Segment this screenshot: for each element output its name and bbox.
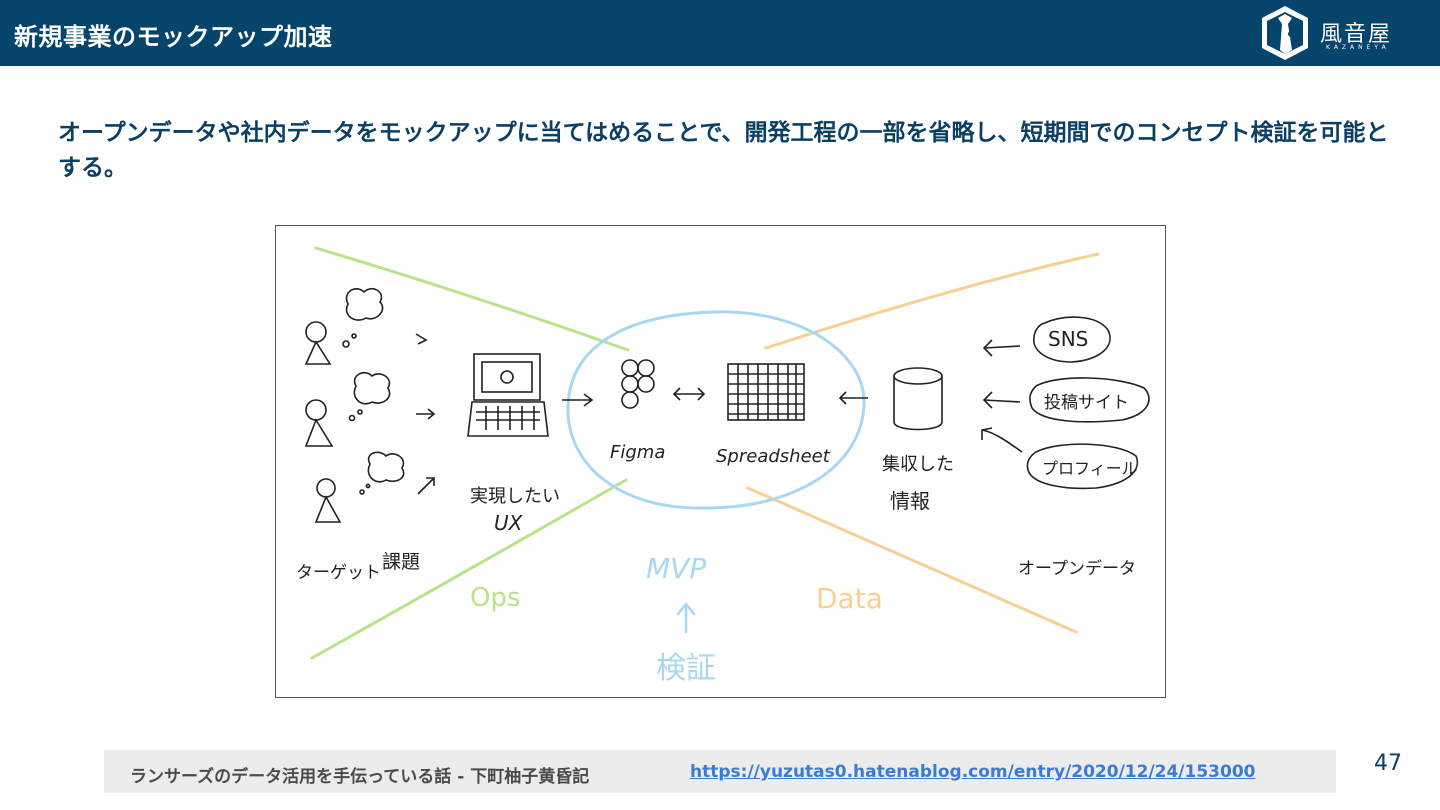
data-label: Data	[816, 582, 883, 615]
ops-stroke-lower	[310, 478, 628, 660]
figma-label: Figma	[610, 442, 665, 463]
target-person-2	[304, 371, 436, 447]
collected-label-line1: 集収した	[882, 454, 954, 475]
reference-link[interactable]: https://yuzutas0.hatenablog.com/entry/20…	[690, 762, 1256, 782]
sns-label: SNS	[1048, 327, 1088, 351]
header-bar: 新規事業のモックアップ加速 風音屋 KAZANEYA	[0, 0, 1440, 66]
posting-site-bubble	[1029, 377, 1150, 423]
target-person-1	[304, 287, 428, 365]
diagram-canvas: Figma Spreadsheet 実現したい UX ターゲット 課題 集収した…	[296, 246, 1150, 686]
collected-label-line2: 情報	[890, 489, 930, 513]
slide-title: 新規事業のモックアップ加速	[14, 23, 333, 51]
ops-stroke-upper	[314, 246, 630, 352]
laptop-icon	[467, 353, 594, 437]
mvp-label: MVP	[646, 552, 706, 585]
mockup-diagram: Figma Spreadsheet 実現したい UX ターゲット 課題 集収した…	[275, 225, 1166, 698]
ux-label-line2: UX	[494, 511, 524, 535]
profile-label: プロフィール	[1042, 459, 1138, 478]
logo-subtext: KAZANEYA	[1326, 44, 1390, 51]
page-number: 47	[1374, 751, 1402, 776]
lead-statement: オープンデータや社内データをモックアップに当てはめることで、開発工程の一部を省略…	[58, 120, 1389, 181]
kazaneya-logo: 風音屋 KAZANEYA	[1256, 4, 1426, 62]
posting-site-label: 投稿サイト	[1044, 393, 1129, 413]
verification-arrow	[676, 601, 696, 634]
verification-label: 検証	[656, 651, 716, 686]
issue-label: 課題	[382, 551, 420, 573]
logo-text: 風音屋	[1320, 22, 1393, 47]
database-icon	[893, 367, 943, 431]
open-data-label: オープンデータ	[1018, 558, 1136, 579]
data-stroke-lower	[746, 486, 1078, 634]
target-person-3	[314, 451, 435, 523]
target-label: ターゲット	[296, 563, 381, 583]
source-arrows	[981, 316, 1150, 490]
profile-bubble	[1026, 443, 1139, 490]
sns-bubble	[1033, 316, 1111, 363]
ux-label-line1: 実現したい	[470, 486, 560, 507]
footer-reference-bar: ランサーズのデータ活用を手伝っている話 - 下町柚子黄昏記 https://yu…	[104, 750, 1336, 793]
spreadsheet-label: Spreadsheet	[716, 446, 831, 467]
figma-icon	[621, 359, 706, 409]
logo-mark-icon	[1262, 6, 1308, 60]
mvp-circle	[566, 310, 866, 510]
ops-label: Ops	[470, 583, 521, 613]
reference-title: ランサーズのデータ活用を手伝っている話 - 下町柚子黄昏記	[130, 767, 590, 787]
spreadsheet-icon	[727, 363, 868, 421]
